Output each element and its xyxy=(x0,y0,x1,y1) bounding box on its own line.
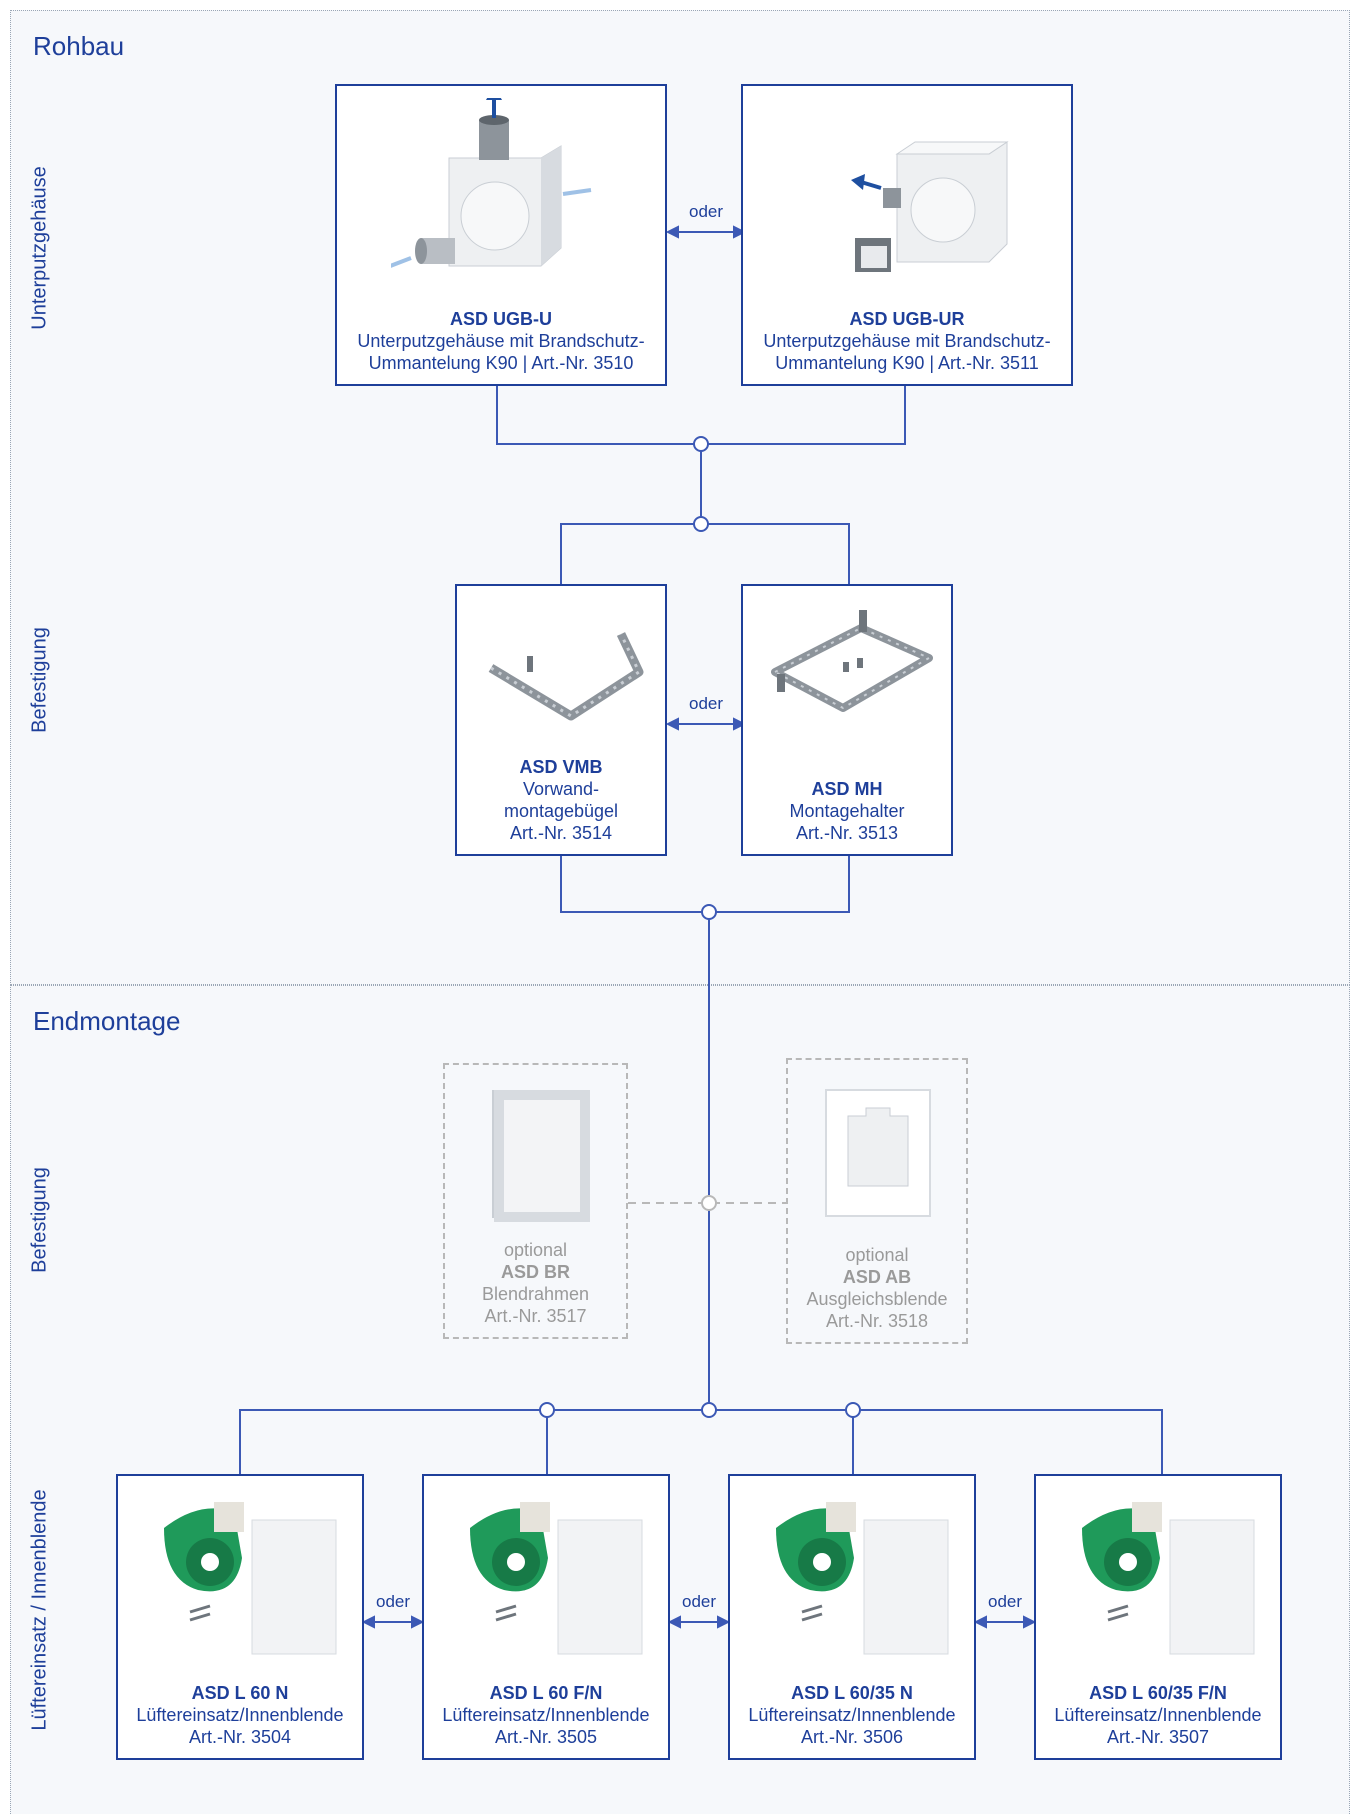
product-desc: Art.-Nr. 3517 xyxy=(484,1306,587,1326)
product-desc: Art.-Nr. 3504 xyxy=(188,1727,292,1747)
fan-insert-image xyxy=(470,1502,643,1655)
housing-image xyxy=(851,141,1009,272)
product-desc: Art.-Nr. 3513 xyxy=(795,823,899,843)
product-name: ASD L 60/35 N xyxy=(791,1683,913,1703)
product-name: ASD UGB-U xyxy=(450,309,552,329)
mounting-bracket-image xyxy=(488,632,644,721)
product-desc: Lüftereinsatz/Innenblende xyxy=(442,1705,650,1725)
oder-label: oder xyxy=(688,694,724,713)
product-name: ASD AB xyxy=(842,1267,912,1287)
product-name: ASD UGB-UR xyxy=(849,309,965,329)
fan-insert-image xyxy=(776,1502,949,1655)
product-desc: Ummantelung K90 | Art.-Nr. 3511 xyxy=(775,353,1039,373)
product-desc: Vorwand- xyxy=(522,779,600,799)
product-desc: Art.-Nr. 3506 xyxy=(800,1727,904,1747)
product-desc: Art.-Nr. 3507 xyxy=(1106,1727,1210,1747)
section-title-rohbau: Rohbau xyxy=(33,31,125,61)
product-desc: Art.-Nr. 3514 xyxy=(509,823,613,843)
fan-insert-image xyxy=(1082,1502,1255,1655)
optional-card-asd-br[interactable]: optional ASD BR Blendrahmen Art.-Nr. 351… xyxy=(443,1063,628,1339)
product-desc: Unterputzgehäuse mit Brandschutz- xyxy=(357,331,645,351)
housing-image xyxy=(391,98,592,268)
oder-label: oder xyxy=(375,1592,411,1611)
product-desc: Art.-Nr. 3505 xyxy=(494,1727,598,1747)
section-rohbau: Rohbau xyxy=(10,10,1350,985)
oder-label: oder xyxy=(987,1592,1023,1611)
cover-plate-image xyxy=(825,1089,931,1217)
product-desc: Blendrahmen xyxy=(481,1284,590,1304)
product-desc: Art.-Nr. 3518 xyxy=(825,1311,929,1331)
oder-label: oder xyxy=(681,1592,717,1611)
product-name: ASD MH xyxy=(811,779,883,799)
product-desc: Montagehalter xyxy=(789,801,905,821)
mounting-holder-image xyxy=(771,610,933,712)
product-desc: Lüftereinsatz/Innenblende xyxy=(748,1705,956,1725)
product-desc: Lüftereinsatz/Innenblende xyxy=(1054,1705,1262,1725)
product-desc: Lüftereinsatz/Innenblende xyxy=(136,1705,344,1725)
optional-prefix: optional xyxy=(845,1245,909,1265)
product-desc: montagebügel xyxy=(503,801,619,821)
product-card-asd-ugb-u[interactable]: ASD UGB-U Unterputzgehäuse mit Brandschu… xyxy=(335,84,667,386)
fan-insert-image xyxy=(164,1502,337,1655)
product-name: ASD L 60 F/N xyxy=(489,1683,603,1703)
product-desc: Ummantelung K90 | Art.-Nr. 3510 xyxy=(368,353,634,373)
optional-prefix: optional xyxy=(503,1240,568,1260)
optional-card-asd-ab[interactable]: optional ASD AB Ausgleichsblende Art.-Nr… xyxy=(786,1058,968,1344)
product-name: ASD BR xyxy=(500,1262,570,1282)
product-name: ASD VMB xyxy=(519,757,603,777)
product-card-asd-ugb-ur[interactable]: ASD UGB-UR Unterputzgehäuse mit Brandsch… xyxy=(741,84,1073,386)
oder-label: oder xyxy=(688,202,724,221)
product-card-asd-l-60-fn[interactable]: ASD L 60 F/N Lüftereinsatz/Innenblende A… xyxy=(422,1474,670,1760)
product-card-asd-vmb[interactable]: ASD VMB Vorwand- montagebügel Art.-Nr. 3… xyxy=(455,584,667,856)
product-card-asd-l-60-35-n[interactable]: ASD L 60/35 N Lüftereinsatz/Innenblende … xyxy=(728,1474,976,1760)
product-card-asd-l-60-35-fn[interactable]: ASD L 60/35 F/N Lüftereinsatz/Innenblend… xyxy=(1034,1474,1282,1760)
product-card-asd-mh[interactable]: ASD MH Montagehalter Art.-Nr. 3513 xyxy=(741,584,953,856)
product-desc: Ausgleichsblende xyxy=(806,1289,948,1309)
product-card-asd-l-60-n[interactable]: ASD L 60 N Lüftereinsatz/Innenblende Art… xyxy=(116,1474,364,1760)
product-name: ASD L 60 N xyxy=(191,1683,289,1703)
product-desc: Unterputzgehäuse mit Brandschutz- xyxy=(763,331,1051,351)
product-name: ASD L 60/35 F/N xyxy=(1089,1683,1227,1703)
section-title-endmontage: Endmontage xyxy=(33,1006,181,1036)
frame-image xyxy=(491,1090,590,1222)
